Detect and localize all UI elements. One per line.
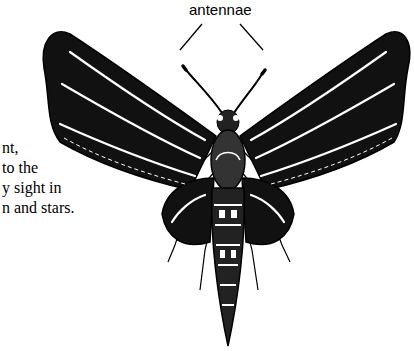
left-hindwing [162,178,214,244]
moth-antennae [183,66,265,113]
right-hindwing [242,178,294,244]
text-fragment: nt, [2,139,18,157]
left-forewing [43,32,216,190]
text-fragment: y sight in [2,179,62,197]
moth-body [211,110,245,346]
part-label: antennae [187,2,254,19]
text-fragment: to the [2,159,38,177]
text-fragment: n and stars. [2,199,74,217]
right-forewing [240,32,410,190]
leader-lines [180,24,263,50]
